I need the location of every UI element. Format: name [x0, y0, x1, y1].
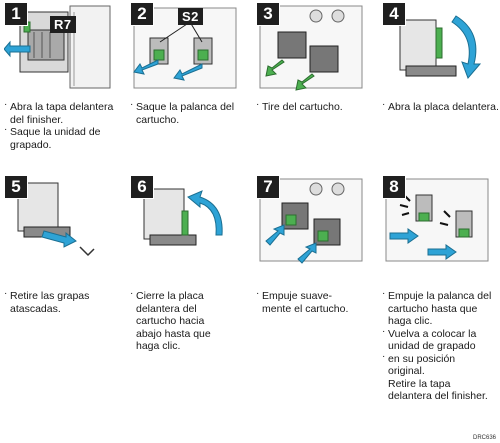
step-3-caption: ·Tire del cartucho.	[256, 99, 343, 113]
step-number: 7	[256, 175, 280, 199]
figure-reference-code: DRC636	[472, 435, 496, 441]
step-8-illustration: 8	[382, 175, 492, 265]
step-2-caption: ·Saque la palanca del cartucho.	[130, 99, 235, 126]
step-3-illustration: 3	[256, 2, 366, 92]
part-label-callout: R7	[50, 16, 76, 33]
part-label-callout: S2	[178, 8, 203, 25]
step-number: 2	[130, 2, 154, 26]
step-5-illustration: 5	[4, 175, 114, 265]
instruction-text: Tire del cartucho.	[262, 101, 343, 113]
step-2-illustration: 2 S2	[130, 2, 240, 92]
instruction-text: Saque la unidad de grapado.	[10, 126, 101, 151]
step-number: 4	[382, 2, 406, 26]
step-number: 8	[382, 175, 406, 199]
step-6-caption: ·Cierre la placa delantera del cartucho …	[130, 288, 211, 352]
instruction-text: Retire las grapas atascadas.	[10, 290, 90, 315]
instruction-text: Retire la tapa delantera del finisher.	[388, 377, 488, 403]
instruction-text: Cierre la placa delantera del cartucho h…	[136, 290, 211, 352]
step-6-illustration: 6	[130, 175, 240, 265]
instruction-text: Abra la tapa delantera del finisher.	[10, 101, 114, 126]
step-1-caption: ·Abra la tapa delantera del finisher. ·S…	[4, 99, 114, 151]
step-8-caption: ·Empuje la palanca del cartucho hasta qu…	[382, 288, 492, 403]
step-number: 6	[130, 175, 154, 199]
step-number: 3	[256, 2, 280, 26]
step-7-caption: ·Empuje suave-mente el cartucho.	[256, 288, 349, 315]
instruction-text: Abra la placa delantera.	[388, 101, 499, 113]
step-5-caption: ·Retire las grapas atascadas.	[4, 288, 90, 315]
instruction-text: Vuelva a colocar la unidad de grapado	[388, 327, 477, 353]
step-1-illustration: 1 R7	[4, 2, 114, 92]
step-7-illustration: 7	[256, 175, 366, 265]
instruction-text: Empuje suave-mente el cartucho.	[262, 290, 349, 315]
step-number: 5	[4, 175, 28, 199]
step-4-illustration: 4	[382, 2, 492, 92]
step-number: 1	[4, 2, 28, 26]
step-4-caption: ·Abra la placa delantera.	[382, 99, 499, 113]
instruction-text: Empuje la palanca del cartucho hasta que…	[388, 290, 492, 327]
instruction-text: en su posición original.	[388, 352, 456, 378]
instruction-text: Saque la palanca del cartucho.	[136, 101, 235, 126]
